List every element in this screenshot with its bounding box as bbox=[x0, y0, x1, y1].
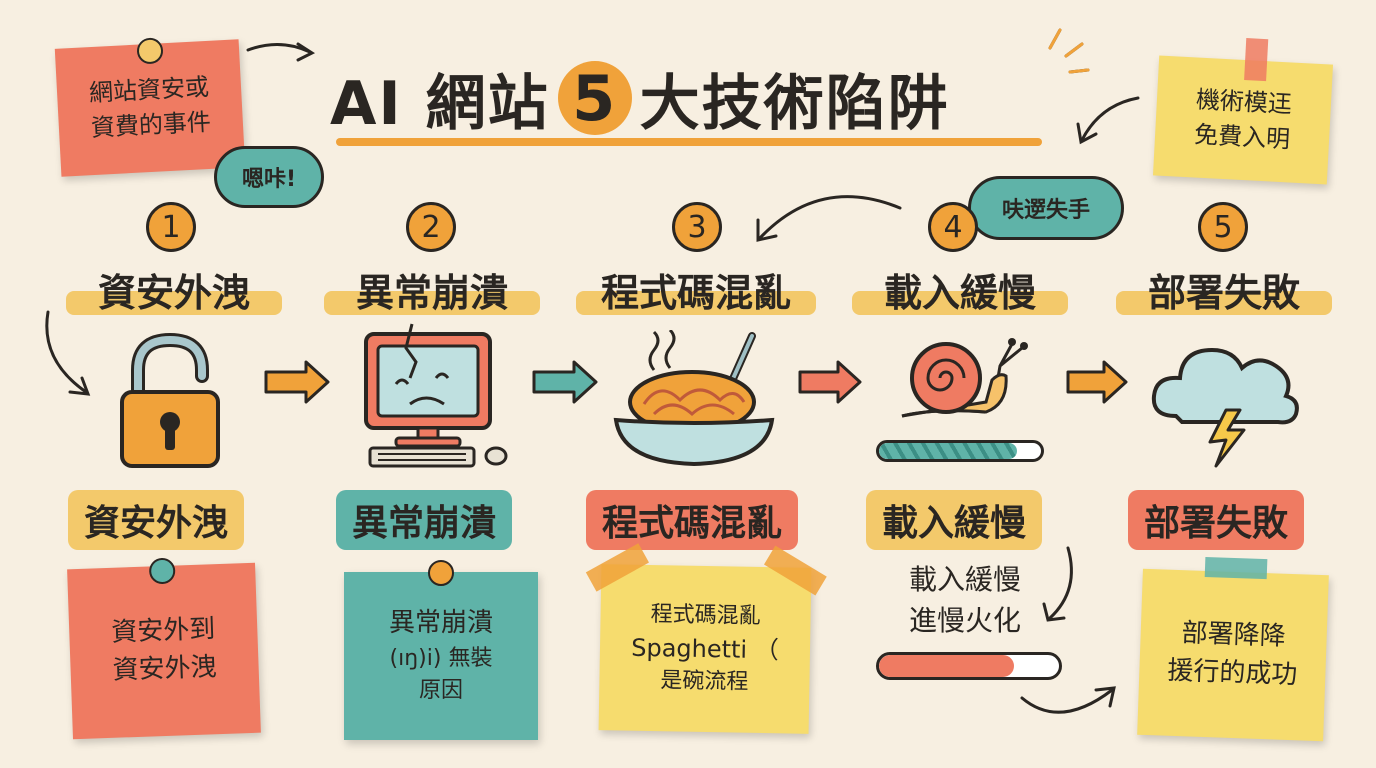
tape bbox=[1204, 556, 1268, 580]
top-mid-speech-bubble: 呋遻失手 bbox=[968, 176, 1124, 240]
note-4-line2: 進慢火化 bbox=[908, 603, 1021, 637]
top-right-note-line2: 免費入明 bbox=[1193, 120, 1291, 154]
padlock-icon bbox=[120, 332, 220, 468]
note-5-line2: 援行的成功 bbox=[1166, 655, 1298, 691]
spaghetti-bowl-icon bbox=[613, 330, 775, 467]
trap-chip-2: 異常崩潰 bbox=[336, 490, 513, 550]
step-number-3: 3 bbox=[672, 202, 722, 252]
note-2: 異常崩潰 (ıŋ)i) 無裝 原因 bbox=[344, 560, 538, 740]
pin-icon bbox=[148, 557, 176, 585]
flow-arrow-1-2 bbox=[264, 360, 330, 404]
note-2-line3: 原因 bbox=[418, 677, 463, 703]
step-number-4: 4 bbox=[928, 202, 978, 252]
slow-progress-fill bbox=[879, 655, 1014, 677]
top-left-speech-bubble: 嗯咔! bbox=[214, 146, 324, 208]
trap-label-3: 程式碼混亂 bbox=[576, 262, 816, 317]
top-left-note: 網站資安或 資費的事件 bbox=[54, 37, 246, 177]
pin-icon bbox=[428, 560, 454, 586]
step-number-1: 1 bbox=[146, 202, 196, 252]
note-1: 資安外到 資安外洩 bbox=[67, 557, 261, 740]
note-4-text: 載入緩慢 進慢火化 bbox=[880, 560, 1050, 641]
note-1-line1: 資安外到 bbox=[110, 614, 216, 649]
pin-icon bbox=[136, 37, 164, 65]
note-3-line3: 是碗流程 bbox=[660, 668, 749, 696]
note-2-line2: (ıŋ)i) 無裝 bbox=[389, 645, 493, 671]
top-right-note: 機術模迋 免費入明 bbox=[1152, 38, 1334, 185]
broken-computer-icon bbox=[364, 323, 508, 468]
note-3-line1: 程式碼混亂 bbox=[650, 601, 761, 629]
snail-icon bbox=[901, 338, 1028, 418]
title-underline bbox=[336, 138, 1042, 146]
top-mid-bubble-text: 呋遻失手 bbox=[1001, 198, 1090, 223]
step-number-5: 5 bbox=[1198, 202, 1248, 252]
trap-label-2: 異常崩潰 bbox=[324, 262, 540, 317]
note-3-line2: Spaghetti （ bbox=[631, 633, 779, 664]
title-number-badge: 5 bbox=[557, 61, 632, 135]
storm-cloud-icon bbox=[1151, 347, 1299, 468]
trap-chip-3: 程式碼混亂 bbox=[586, 490, 799, 550]
trap-label-5: 部署失敗 bbox=[1116, 262, 1332, 317]
top-right-note-line1: 機術模迋 bbox=[1195, 85, 1293, 119]
title-suffix: 大技術陷阱 bbox=[639, 68, 950, 139]
top-left-note-line2: 資費的事件 bbox=[90, 107, 212, 143]
loading-progress-fill bbox=[879, 443, 1017, 459]
slow-progress-bar bbox=[876, 652, 1062, 680]
trap-chip-4: 載入緩慢 bbox=[866, 490, 1043, 550]
trap-label-4: 載入緩慢 bbox=[852, 262, 1068, 317]
top-left-bubble-text: 嗯咔! bbox=[241, 167, 297, 192]
note-4-line1: 載入緩慢 bbox=[908, 563, 1021, 596]
tape bbox=[1244, 38, 1269, 82]
note-2-line1: 異常崩潰 bbox=[388, 608, 493, 639]
loading-progress-bar bbox=[876, 440, 1044, 462]
step-number-2: 2 bbox=[406, 202, 456, 252]
note-1-line2: 資安外洩 bbox=[112, 652, 218, 686]
trap-chip-1: 資安外洩 bbox=[68, 490, 245, 550]
note-5-line1: 部署降降 bbox=[1181, 618, 1287, 653]
note-3: 程式碼混亂 Spaghetti （ 是碗流程 bbox=[585, 543, 827, 734]
note-5: 部署降降 援行的成功 bbox=[1137, 556, 1329, 742]
page-title: AI 網站 5 大技術陷阱 bbox=[330, 58, 1050, 139]
trap-chip-5: 部署失敗 bbox=[1128, 490, 1305, 550]
title-prefix: AI 網站 bbox=[330, 68, 550, 139]
trap-label-1: 資安外洩 bbox=[66, 262, 282, 317]
